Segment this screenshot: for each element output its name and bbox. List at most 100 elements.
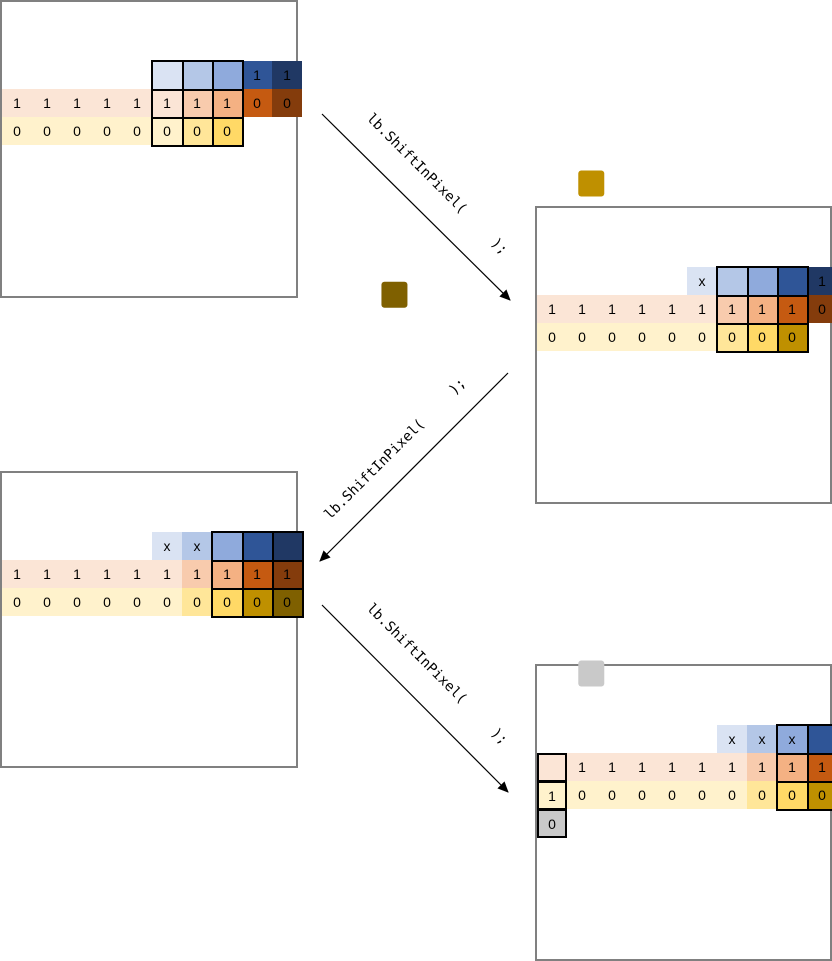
pixel-cell — [212, 532, 242, 560]
pixel-cell: 1 — [807, 753, 832, 781]
pixel-cell: 0 — [567, 323, 597, 351]
pixel-cell: 0 — [567, 781, 597, 809]
pixel-cell: 0 — [627, 323, 657, 351]
pixel-cell: 0 — [212, 588, 242, 616]
pixel-cell: 0 — [537, 323, 567, 351]
pixel-cell — [807, 725, 832, 753]
pixel-cell: 0 — [152, 117, 182, 145]
pixel-cell: 1 — [122, 89, 152, 117]
pixel-cell: 1 — [62, 89, 92, 117]
pixel-cell: 0 — [717, 323, 747, 351]
pixel-cell: 1 — [32, 89, 62, 117]
pixel-cell: 0 — [92, 117, 122, 145]
pixel-cell: 1 — [807, 267, 832, 295]
pixel-cell: 0 — [242, 89, 272, 117]
pixel-cell: 1 — [747, 295, 777, 323]
pixel-cell: 1 — [122, 560, 152, 588]
pixel-cell — [717, 267, 747, 295]
pixel-cell: x — [182, 532, 212, 560]
pixel-cell: 1 — [2, 560, 32, 588]
pixel-cell: 1 — [212, 560, 242, 588]
pixel-cell: 1 — [597, 295, 627, 323]
arrow-1-code: lb.ShiftInPixel( — [363, 111, 470, 218]
pixel-cell: 0 — [657, 781, 687, 809]
pixel-cell: 0 — [627, 781, 657, 809]
panel-step-3 — [0, 471, 298, 768]
arrow-1-suffix: ); — [488, 235, 511, 258]
pixel-cell: 1 — [657, 753, 687, 781]
pixel-cell — [182, 61, 212, 89]
pixel-cell: 1 — [537, 295, 567, 323]
pixel-cell: 1 — [687, 295, 717, 323]
panel-step-2 — [535, 206, 832, 504]
pixel-cell: 1 — [2, 89, 32, 117]
pixel-cell: 0 — [597, 781, 627, 809]
pixel-cell: 0 — [182, 588, 212, 616]
pixel-cell: 1 — [92, 560, 122, 588]
pixel-cell — [747, 267, 777, 295]
pixel-cell: 0 — [152, 588, 182, 616]
shift-register-cell: 0 — [537, 809, 567, 838]
pixel-cell: 1 — [32, 560, 62, 588]
panel-step-4 — [535, 664, 832, 961]
pixel-cell — [777, 267, 807, 295]
pixel-cell: 0 — [747, 323, 777, 351]
arrow-3-pixel-swatch — [578, 660, 605, 687]
pixel-cell: x — [717, 725, 747, 753]
pixel-cell: 1 — [182, 560, 212, 588]
pixel-cell: 0 — [717, 781, 747, 809]
pixel-cell: 1 — [272, 560, 302, 588]
pixel-cell: 1 — [627, 753, 657, 781]
panel-step-1 — [0, 0, 298, 298]
pixel-cell: 0 — [777, 781, 807, 809]
pixel-cell: 0 — [2, 588, 32, 616]
arrow-3-label: lb.ShiftInPixel( ); — [363, 601, 605, 748]
pixel-cell: 1 — [567, 753, 597, 781]
pixel-cell — [272, 532, 302, 560]
arrow-2-suffix: ); — [446, 375, 469, 398]
pixel-cell: 1 — [597, 753, 627, 781]
pixel-cell: x — [777, 725, 807, 753]
pixel-cell: 0 — [807, 781, 832, 809]
arrow-3-suffix: ); — [488, 725, 511, 748]
pixel-cell: x — [747, 725, 777, 753]
pixel-cell: 0 — [122, 588, 152, 616]
pixel-cell: 0 — [597, 323, 627, 351]
pixel-cell: 1 — [242, 61, 272, 89]
pixel-cell: 1 — [657, 295, 687, 323]
pixel-cell: 0 — [777, 323, 807, 351]
arrow-2-label: lb.ShiftInPixel( ); — [322, 281, 469, 523]
pixel-cell: 0 — [92, 588, 122, 616]
pixel-cell: 1 — [212, 89, 242, 117]
pixel-cell: 1 — [777, 753, 807, 781]
pixel-cell — [152, 61, 182, 89]
pixel-cell: 0 — [687, 781, 717, 809]
pixel-cell — [212, 61, 242, 89]
arrow-3-code: lb.ShiftInPixel( — [363, 601, 470, 708]
pixel-cell: 0 — [687, 323, 717, 351]
pixel-cell: x — [152, 532, 182, 560]
pixel-cell: 1 — [92, 89, 122, 117]
pixel-cell — [242, 532, 272, 560]
pixel-cell: 1 — [567, 295, 597, 323]
pixel-cell: 1 — [62, 560, 92, 588]
pixel-cell: 1 — [717, 295, 747, 323]
pixel-cell: 0 — [122, 117, 152, 145]
arrow-1-line — [321, 113, 511, 301]
arrow-3-line — [321, 604, 509, 793]
pixel-cell: 1 — [152, 560, 182, 588]
pixel-cell: 0 — [657, 323, 687, 351]
pixel-cell: 1 — [777, 295, 807, 323]
pixel-cell: 1 — [717, 753, 747, 781]
pixel-cell: 0 — [212, 117, 242, 145]
pixel-cell: 1 — [152, 89, 182, 117]
pixel-cell: 0 — [807, 295, 832, 323]
pixel-cell: 0 — [62, 588, 92, 616]
pixel-cell: 0 — [242, 588, 272, 616]
pixel-cell: 0 — [272, 588, 302, 616]
pixel-cell: 1 — [182, 89, 212, 117]
pixel-cell: 0 — [32, 117, 62, 145]
pixel-cell: 0 — [62, 117, 92, 145]
pixel-cell: 1 — [687, 753, 717, 781]
